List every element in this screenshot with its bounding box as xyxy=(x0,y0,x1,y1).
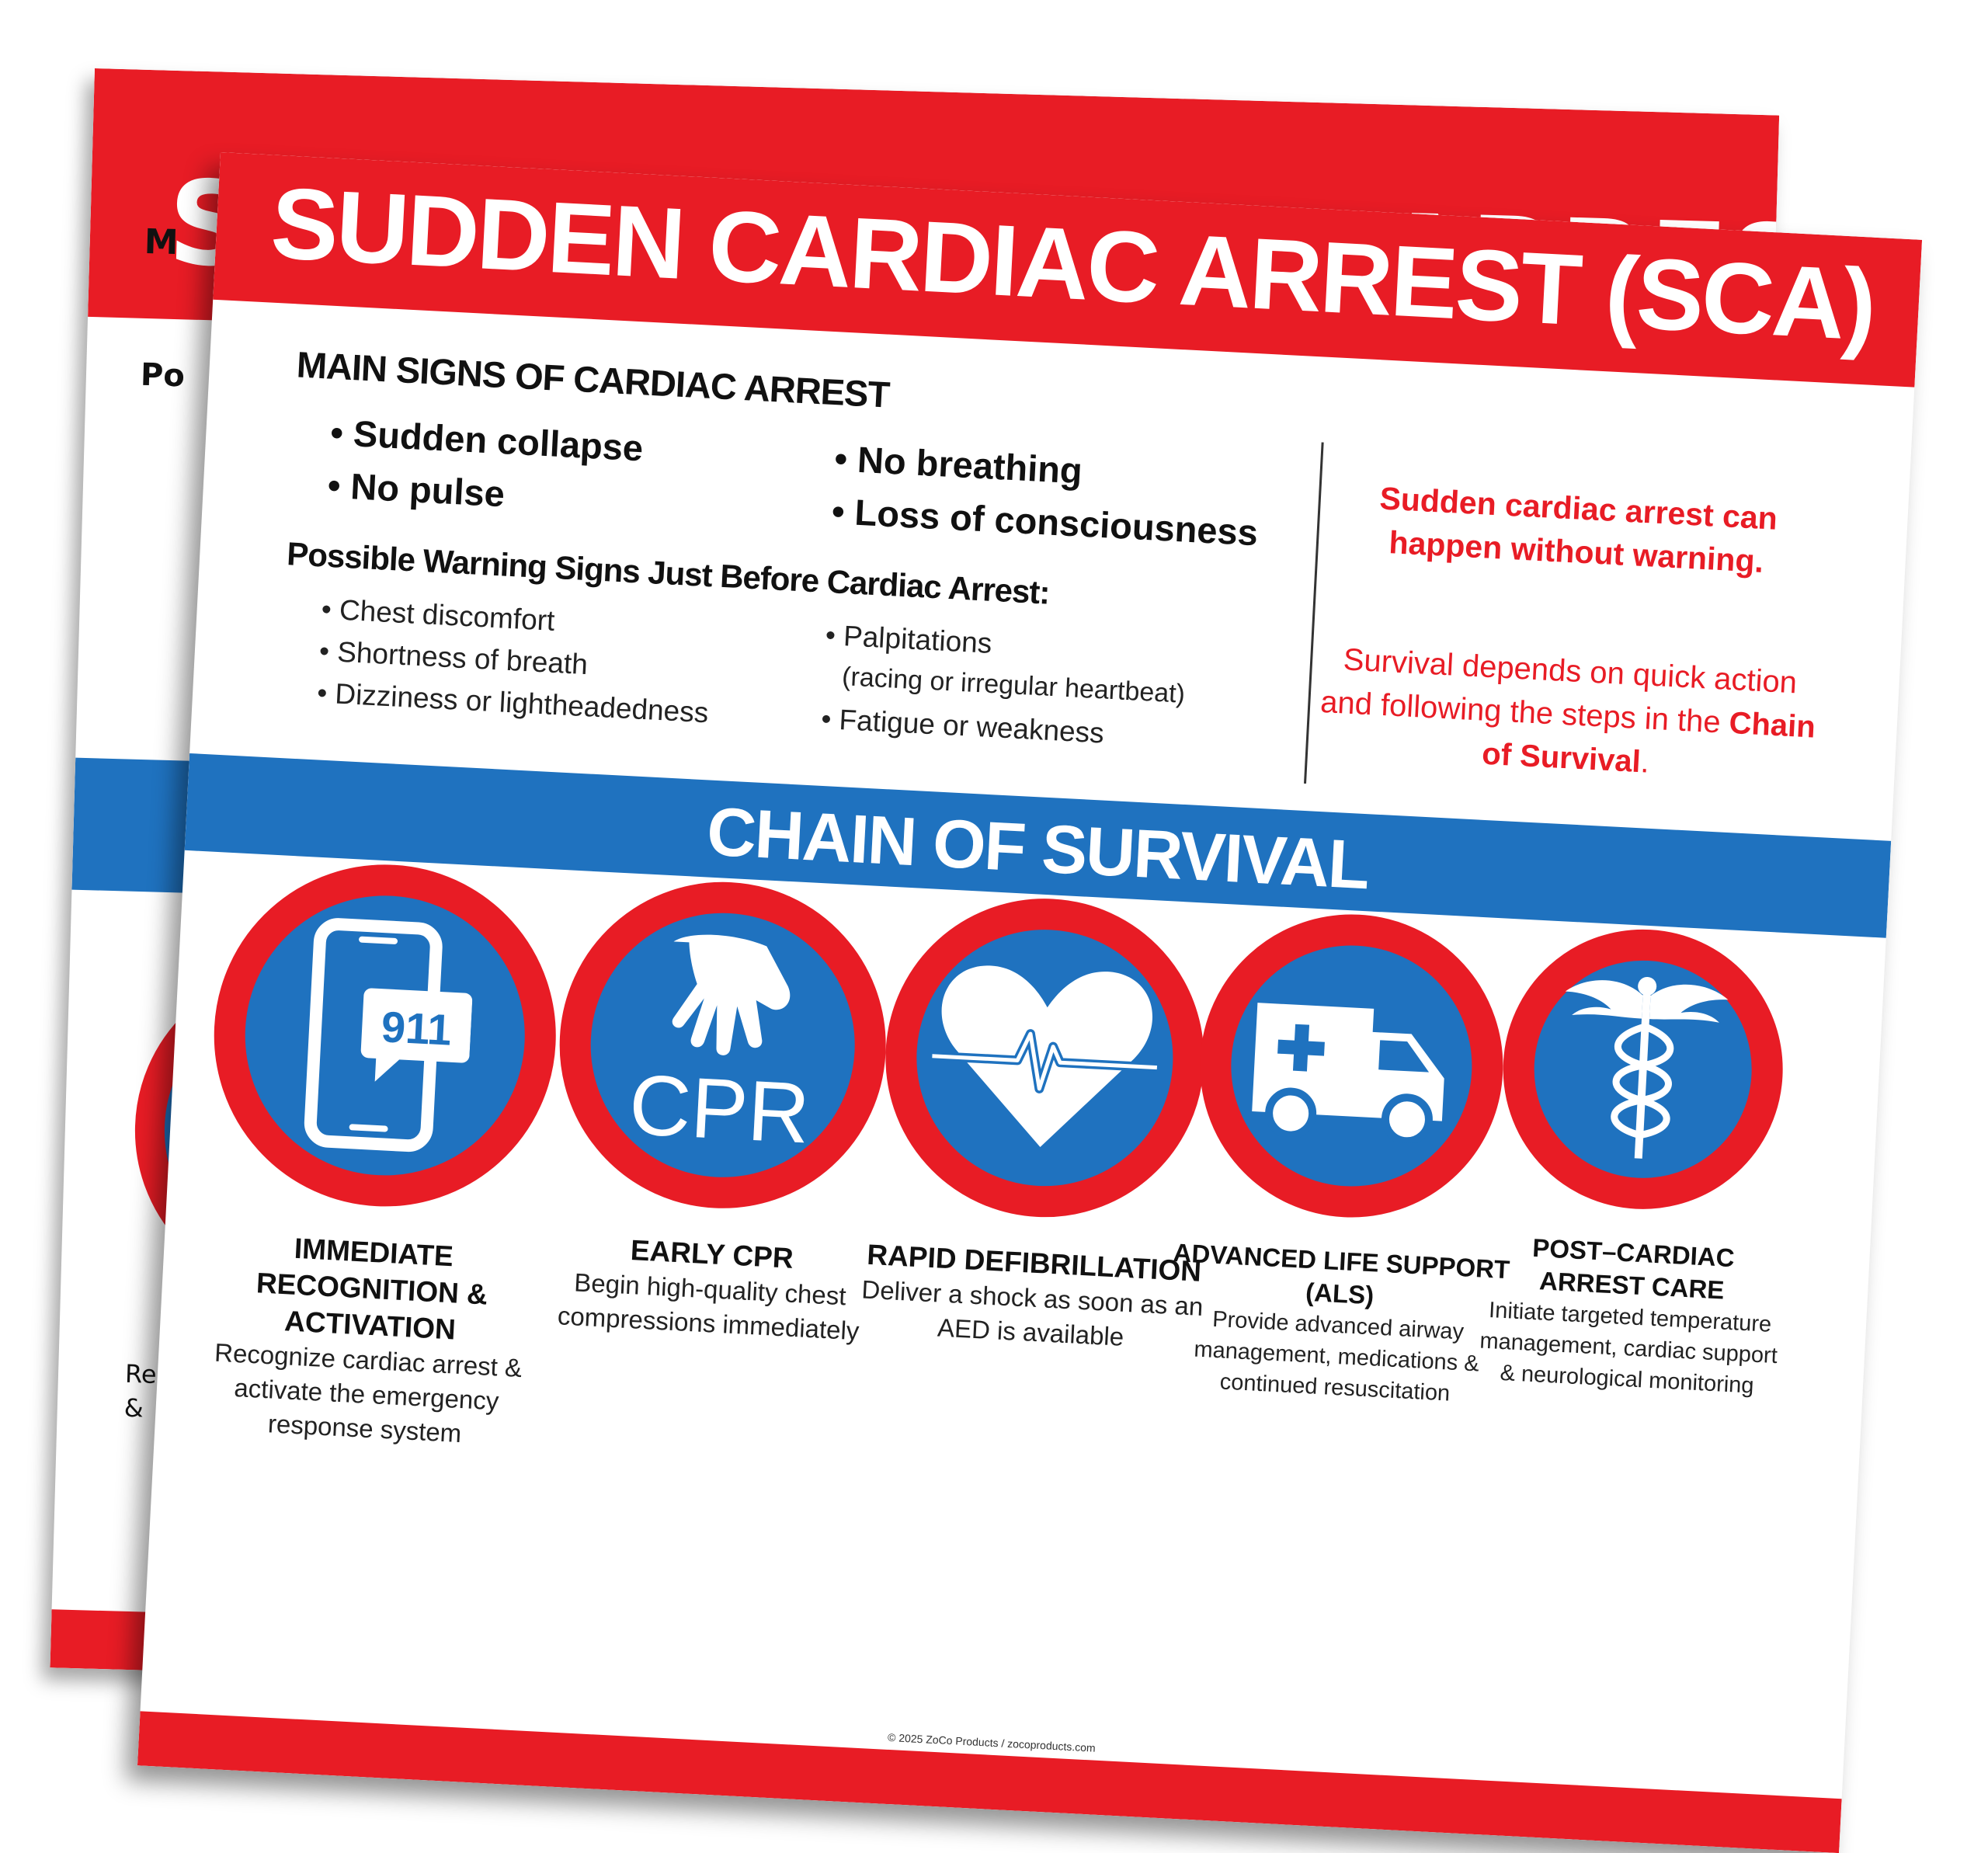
step-circle: 911 xyxy=(205,856,565,1215)
step-circle xyxy=(1192,906,1511,1225)
caduceus-icon xyxy=(1565,976,1729,1159)
cpr-hands-icon: CPR xyxy=(627,934,812,1162)
warning-note: Sudden cardiac arrest can happen without… xyxy=(1378,480,1778,579)
icon-911-text: 911 xyxy=(381,1002,453,1055)
ambulance-icon xyxy=(1252,1003,1444,1146)
step-circle xyxy=(1496,922,1790,1216)
step-circle: CPR xyxy=(551,874,895,1217)
survival-note: Survival depends on quick action and fol… xyxy=(1316,637,1819,793)
step-circle xyxy=(878,890,1212,1225)
chain-step-post-care: POST–CARDIAC ARREST CARE Initiate target… xyxy=(1471,922,1805,1403)
survival-note-suffix: . xyxy=(1639,745,1650,780)
back-fragment-warning: Po xyxy=(140,356,186,395)
back-fragment-step: Re xyxy=(124,1358,158,1389)
chain-step-defibrillation: RAPID DEFIBRILLATION Deliver a shock as … xyxy=(851,890,1231,1359)
main-signs-list-left: Sudden collapse No pulse xyxy=(326,411,644,533)
bottom-bar xyxy=(137,1711,1842,1853)
phone-911-icon: 911 xyxy=(304,918,473,1152)
icon-cpr-text: CPR xyxy=(627,1057,812,1162)
chain-step-als: ADVANCED LIFE SUPPORT (ALS) Provide adva… xyxy=(1156,906,1538,1413)
step-title: IMMEDIATE RECOGNITION & ACTIVATION xyxy=(255,1232,488,1346)
heart-pulse-icon xyxy=(932,965,1158,1148)
chain-step-recognition: 911 IMMEDIATE RECOGNITION & ACTIVATION R… xyxy=(186,856,572,1455)
back-fragment-step-2: & xyxy=(123,1392,144,1424)
step-desc: Recognize cardiac arrest & activate the … xyxy=(214,1337,523,1448)
warning-signs-list-left: Chest discomfort Shortness of breath Diz… xyxy=(316,593,714,739)
main-signs-heading: MAIN SIGNS OF CARDIAC ARREST xyxy=(295,343,891,415)
step-desc: Provide advanced airway management, medi… xyxy=(1193,1306,1480,1406)
warning-signs-list-right: Palpitations (racing or irregular heartb… xyxy=(820,619,1188,763)
poster: SUDDEN CARDIAC ARREST (SCA) MAIN SIGNS O… xyxy=(137,152,1923,1853)
step-desc: Initiate targeted temperature management… xyxy=(1479,1298,1778,1399)
main-signs-list-right: No breathing Loss of consciousness xyxy=(830,436,1262,564)
survival-note-text: Survival depends on quick action and fol… xyxy=(1319,642,1799,740)
back-fragment-heading: M xyxy=(144,221,179,263)
chain-step-cpr: CPR EARLY CPR Begin high-quality chest c… xyxy=(529,873,909,1350)
